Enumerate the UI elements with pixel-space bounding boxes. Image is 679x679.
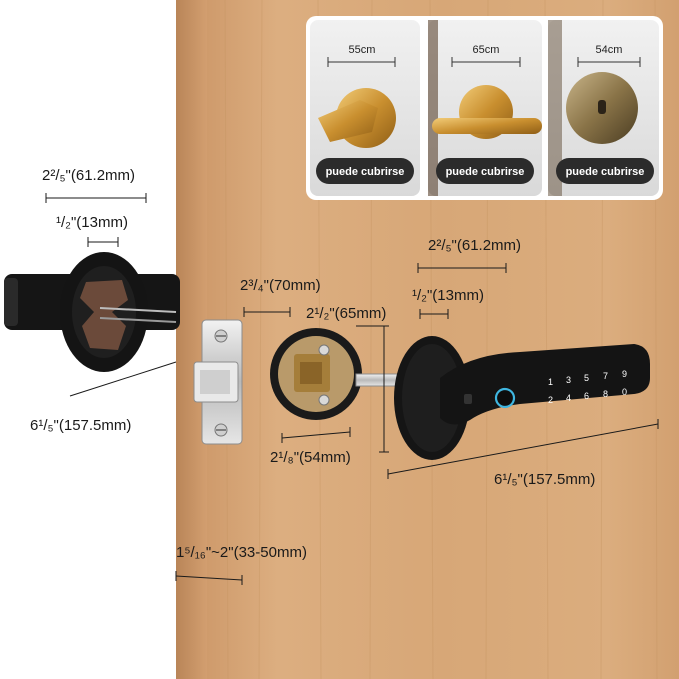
caption-pill	[316, 158, 414, 184]
keypad-key[interactable]: 2	[548, 395, 553, 405]
fingerprint-sensor[interactable]	[494, 387, 516, 409]
keyhole	[598, 100, 606, 114]
keypad-key[interactable]: 8	[603, 389, 608, 399]
keypad-key[interactable]: 3	[566, 375, 571, 385]
keypad-key[interactable]: 7	[603, 371, 608, 381]
comparison-panel-3: 54cm puede cubrirse	[548, 20, 659, 196]
comparison-panel-1: 55cm puede cubrirse	[310, 20, 420, 196]
lever-length-label: 6¹/₅"(157.5mm)	[494, 471, 595, 488]
spindle-label: ¹/₂"(13mm)	[412, 287, 484, 304]
keypad[interactable]: 1 3 5 7 9 2 4 6 8 0	[548, 369, 627, 405]
bore-label: 2¹/₈"(54mm)	[270, 449, 351, 466]
side-mechanism	[80, 280, 128, 350]
panel-caption: puede cubrirse	[446, 166, 525, 178]
width-label: 55cm	[349, 44, 376, 56]
panel-caption: puede cubrirse	[326, 166, 405, 178]
width-label: 65cm	[473, 44, 500, 56]
smart-lock-handle	[440, 344, 650, 425]
backset-label: 2³/₄"(70mm)	[240, 277, 321, 294]
keypad-key[interactable]: 1	[548, 377, 553, 387]
caption-pill	[436, 158, 534, 184]
rose-plate	[270, 328, 362, 420]
lever-handle	[318, 100, 378, 142]
dimension-labels: 2²/₅"(61.2mm) ¹/₂"(13mm) 6¹/₅"(157.5mm) …	[30, 167, 595, 561]
rose-plate-screw	[318, 394, 330, 406]
side-rose-width-label: 2²/₅"(61.2mm)	[42, 167, 135, 184]
rose-plate-screw	[318, 344, 330, 356]
keypad-key[interactable]: 0	[622, 387, 627, 397]
side-view-lock	[4, 252, 180, 372]
comparison-panels: 55cm puede cubrirse 65cm puede cubrirse	[306, 16, 663, 200]
latch	[193, 319, 243, 445]
lever-handle	[432, 118, 542, 134]
lock-indicator	[464, 394, 472, 404]
keypad-key[interactable]: 9	[622, 369, 627, 379]
comparison-panel-2: 65cm puede cubrirse	[428, 20, 542, 196]
dimension-lines	[45, 193, 659, 585]
side-spindle-label: ¹/₂"(13mm)	[56, 214, 128, 231]
keypad-key[interactable]: 4	[566, 393, 571, 403]
smart-lock: 1 3 5 7 9 2 4 6 8 0	[394, 336, 650, 460]
rose-width-label: 2²/₅"(61.2mm)	[428, 237, 521, 254]
panel-caption: puede cubrirse	[566, 166, 645, 178]
rose-outer-label: 2¹/₂"(65mm)	[306, 305, 386, 322]
keypad-key[interactable]: 5	[584, 373, 589, 383]
caption-pill	[556, 158, 654, 184]
width-label: 54cm	[596, 44, 623, 56]
side-lever-length-label: 6¹/₅"(157.5mm)	[30, 417, 131, 434]
door-thickness-label: 1⁵/₁₆"~2"(33-50mm)	[176, 544, 307, 561]
keypad-key[interactable]: 6	[584, 391, 589, 401]
